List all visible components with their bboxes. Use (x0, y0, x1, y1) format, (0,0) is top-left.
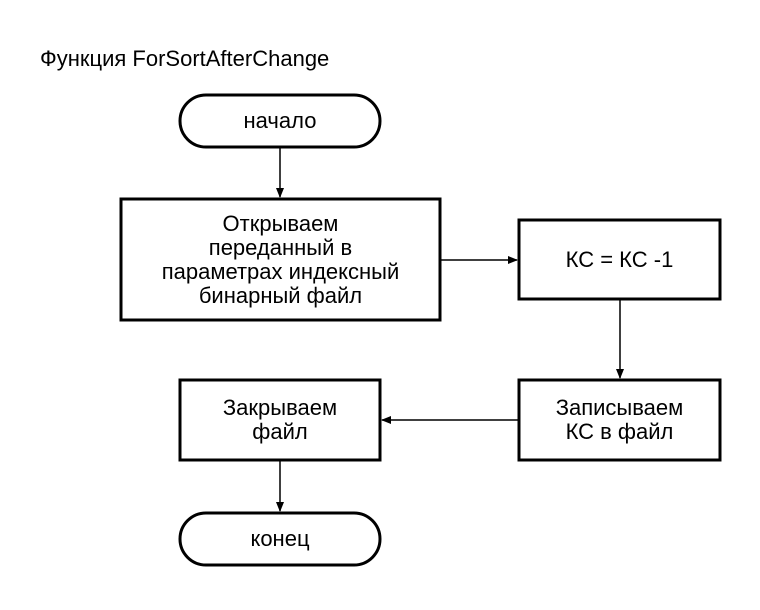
close-line-2: файл (252, 419, 308, 444)
open-file-process-shape (119, 197, 442, 322)
open-file-line-3: параметрах индексный (161, 258, 400, 284)
close-line-1: Закрываем (222, 395, 338, 420)
start-node-label: начало (243, 108, 317, 133)
open-file-line-2: переданный в (208, 234, 353, 260)
decrement-process-shape (517, 218, 722, 301)
end-terminator-shape (178, 511, 382, 567)
open-file-line-1: Открываем (222, 210, 339, 236)
end-node-label: конец (250, 526, 310, 551)
open-file-node-label: Открываем переданный в параметрах индекс… (121, 199, 440, 320)
start-terminator-shape (178, 93, 382, 149)
write-line-1: Записываем (555, 395, 684, 420)
write-node-label: Записываем КС в файл (519, 380, 720, 460)
write-process-shape (517, 378, 722, 462)
diagram-title: Функция ForSortAfterChange (40, 46, 330, 71)
write-line-2: КС в файл (565, 419, 674, 444)
close-node-label: Закрываем файл (180, 380, 380, 460)
close-process-shape (178, 378, 382, 462)
open-file-line-4: бинарный файл (198, 282, 363, 308)
decrement-node-label: КС = КС -1 (565, 246, 674, 272)
